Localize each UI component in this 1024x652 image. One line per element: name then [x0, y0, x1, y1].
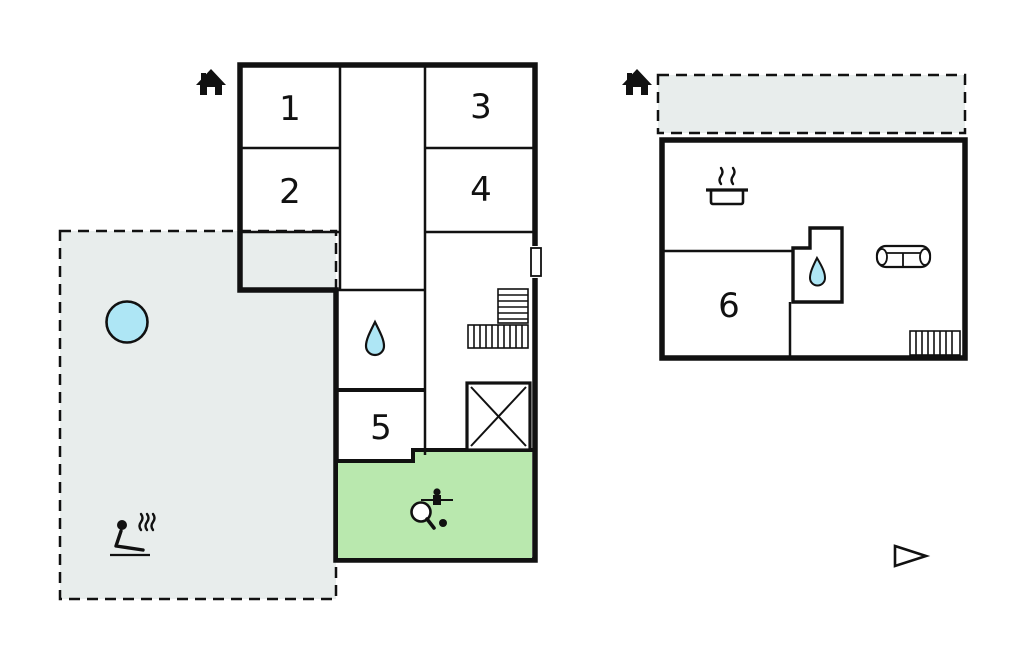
- hot-tub-icon: [105, 300, 149, 344]
- door-opening: [529, 246, 542, 278]
- stairs-icon-ground: [467, 288, 529, 349]
- stairs-icon-first: [909, 330, 961, 356]
- first-floor-interior-walls: [662, 249, 812, 358]
- balcony-area: [656, 73, 967, 135]
- foosball-icon: [421, 488, 453, 505]
- room-4-label: 4: [470, 170, 492, 210]
- ground-floor-building: [237, 62, 538, 563]
- sauna-icon: [110, 512, 156, 557]
- house-icon-ground: [196, 69, 226, 95]
- terrace-area: [58, 229, 338, 601]
- room-5-label: 5: [370, 408, 392, 448]
- water-drop-icon-ground: [364, 319, 386, 357]
- kitchen-pot-icon: [706, 166, 748, 206]
- table-tennis-icon: [410, 501, 447, 530]
- sofa-icon: [875, 244, 932, 269]
- room-2-label: 2: [279, 172, 301, 212]
- water-drop-icon-first: [808, 255, 827, 287]
- first-floor-building: [659, 137, 968, 361]
- house-icon-first: [622, 69, 652, 95]
- first-floor-bathroom: [791, 226, 844, 304]
- room-6-label: 6: [718, 286, 740, 326]
- room-3-label: 3: [470, 87, 492, 127]
- direction-arrow-icon: [893, 544, 931, 568]
- technical-room-x-icon: [465, 381, 532, 452]
- room-1-label: 1: [279, 89, 301, 129]
